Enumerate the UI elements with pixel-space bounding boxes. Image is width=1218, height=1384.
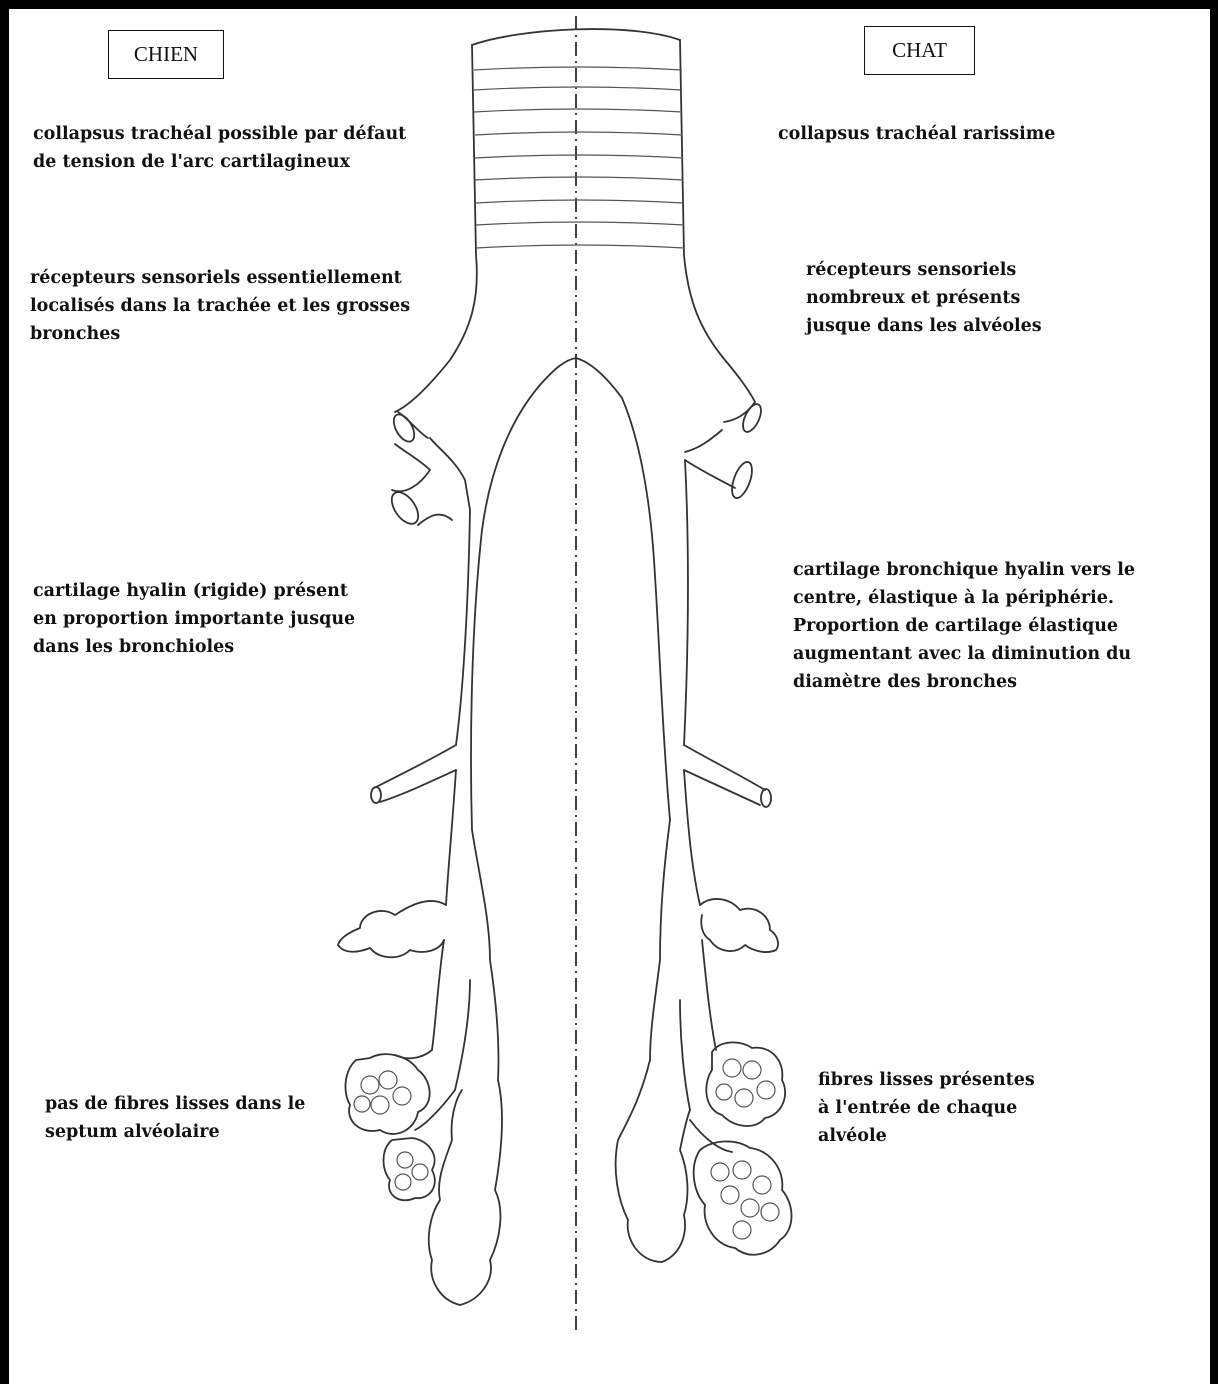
note-chat-collapsus: collapsus trachéal rarissime <box>778 120 1055 148</box>
left-bronchial-tree <box>338 385 540 1305</box>
carina <box>540 358 622 398</box>
trachea <box>395 29 755 412</box>
tracheal-rings <box>474 67 684 248</box>
right-bronchial-tree <box>616 398 792 1262</box>
title-chat: CHAT <box>864 26 975 75</box>
title-chien: CHIEN <box>108 30 224 79</box>
